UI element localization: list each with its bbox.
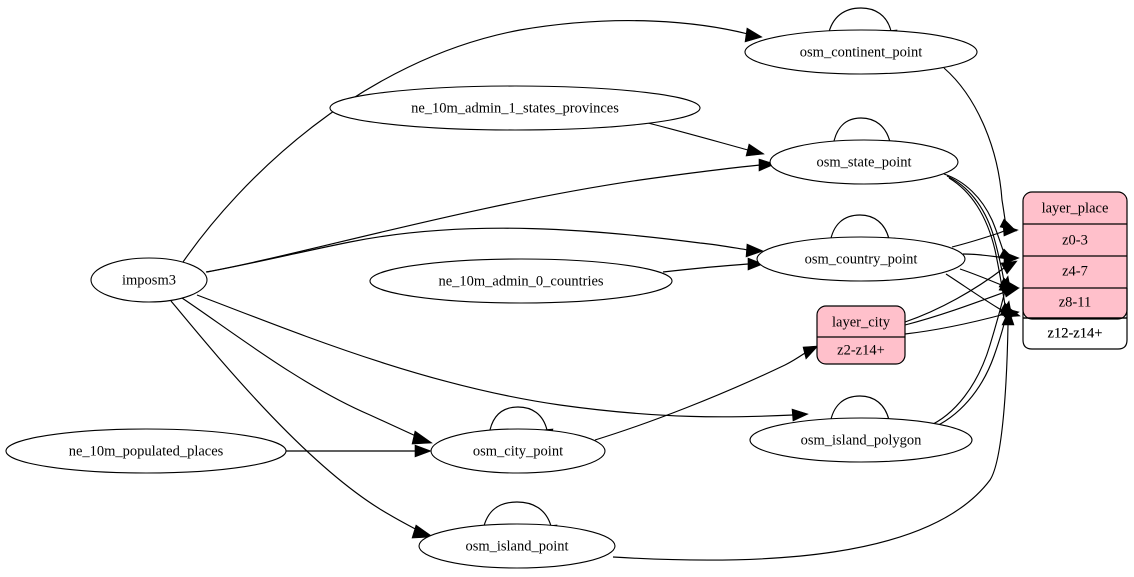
record-node-layer: layer_place z0-3 z4-7 z8-11 z12-z14+ z12… — [816, 191, 1128, 365]
node-ne-10m-admin-1-states-provinces[interactable]: ne_10m_admin_1_states_provinces — [329, 85, 701, 131]
layer-city-box — [816, 305, 906, 365]
node-label-osm-island-point: osm_island_point — [465, 538, 568, 554]
record-node-layer-place[interactable]: layer_place z0-3 z4-7 z8-11 z12-z14+ z12… — [1022, 191, 1128, 350]
node-label-imposm3: imposm3 — [122, 272, 176, 288]
layer-place-row-z12-z14-text: z12-z14+ — [1048, 325, 1103, 341]
layer-place-row-z8-11[interactable]: z8-11 — [1059, 294, 1091, 310]
node-osm-state-point[interactable]: osm_state_point — [769, 139, 959, 185]
edge-ne-populated-places-to-osm-city-point — [286, 444, 432, 458]
edge-imposm3-to-osm-state-point — [205, 158, 776, 273]
node-osm-island-polygon[interactable]: osm_island_polygon — [749, 417, 973, 463]
edge-ne-admin0-to-osm-country-point — [662, 257, 764, 273]
node-ne-10m-populated-places[interactable]: ne_10m_populated_places — [5, 428, 287, 474]
node-layer: imposm3 ne_10m_admin_1_states_provinces … — [5, 29, 978, 569]
node-label-osm-country-point: osm_country_point — [805, 251, 918, 267]
node-label-osm-state-point: osm_state_point — [816, 154, 911, 170]
layer-city-row-z2-z14[interactable]: z2-z14+ — [837, 342, 885, 358]
node-osm-continent-point[interactable]: osm_continent_point — [744, 29, 978, 75]
edge-ne-admin1-to-osm-state-point — [647, 122, 765, 157]
node-osm-city-point[interactable]: osm_city_point — [430, 428, 606, 474]
edge-layer-city-to-layer-place-z4-7 — [904, 260, 1018, 323]
node-label-osm-city-point: osm_city_point — [473, 443, 563, 459]
node-label-ne-10m-admin-0-countries: ne_10m_admin_0_countries — [438, 273, 603, 289]
edge-imposm3-to-osm-island-polygon — [196, 294, 809, 422]
edge-osm-island-polygon-to-layer-place-z8-11 — [926, 275, 1012, 428]
edge-imposm3-to-osm-city-point — [181, 297, 433, 445]
edge-osm-island-polygon-to-layer-place-z12-z14 — [929, 300, 1013, 430]
record-node-layer-city[interactable]: layer_city z2-z14+ — [816, 305, 906, 365]
node-ne-10m-admin-0-countries[interactable]: ne_10m_admin_0_countries — [369, 258, 673, 304]
node-imposm3[interactable]: imposm3 — [90, 257, 208, 303]
edge-imposm3-to-osm-island-point — [170, 300, 434, 539]
node-osm-island-point[interactable]: osm_island_point — [418, 523, 616, 569]
edge-layer — [170, 7, 1021, 561]
edge-osm-island-point-to-layer-place-z12-z14 — [612, 309, 1015, 561]
edge-osm-country-point-to-layer-place-z4-7 — [962, 251, 1020, 265]
edge-imposm3-to-osm-continent-point — [182, 20, 763, 263]
node-label-osm-continent-point: osm_continent_point — [800, 44, 922, 60]
layer-place-title: layer_place — [1042, 200, 1109, 216]
edge-osm-country-point-to-layer-place-z0-3 — [951, 224, 1019, 248]
edge-layer-city-to-layer-place-z8-11 — [904, 285, 1020, 326]
layer-place-row-z0-3[interactable]: z0-3 — [1062, 232, 1088, 248]
edge-osm-city-point-to-layer-city — [594, 345, 819, 441]
node-label-ne-10m-admin-1-states-provinces: ne_10m_admin_1_states_provinces — [411, 100, 619, 116]
layer-city-title: layer_city — [832, 314, 891, 330]
node-label-osm-island-polygon: osm_island_polygon — [801, 432, 923, 448]
layer-place-row-z4-7[interactable]: z4-7 — [1062, 263, 1088, 279]
node-osm-country-point[interactable]: osm_country_point — [756, 236, 966, 282]
edge-imposm3-to-osm-country-point — [206, 227, 764, 273]
node-label-ne-10m-populated-places: ne_10m_populated_places — [69, 443, 224, 459]
layer-place-row-z12-z14[interactable]: z12-z14+ — [1048, 325, 1103, 341]
